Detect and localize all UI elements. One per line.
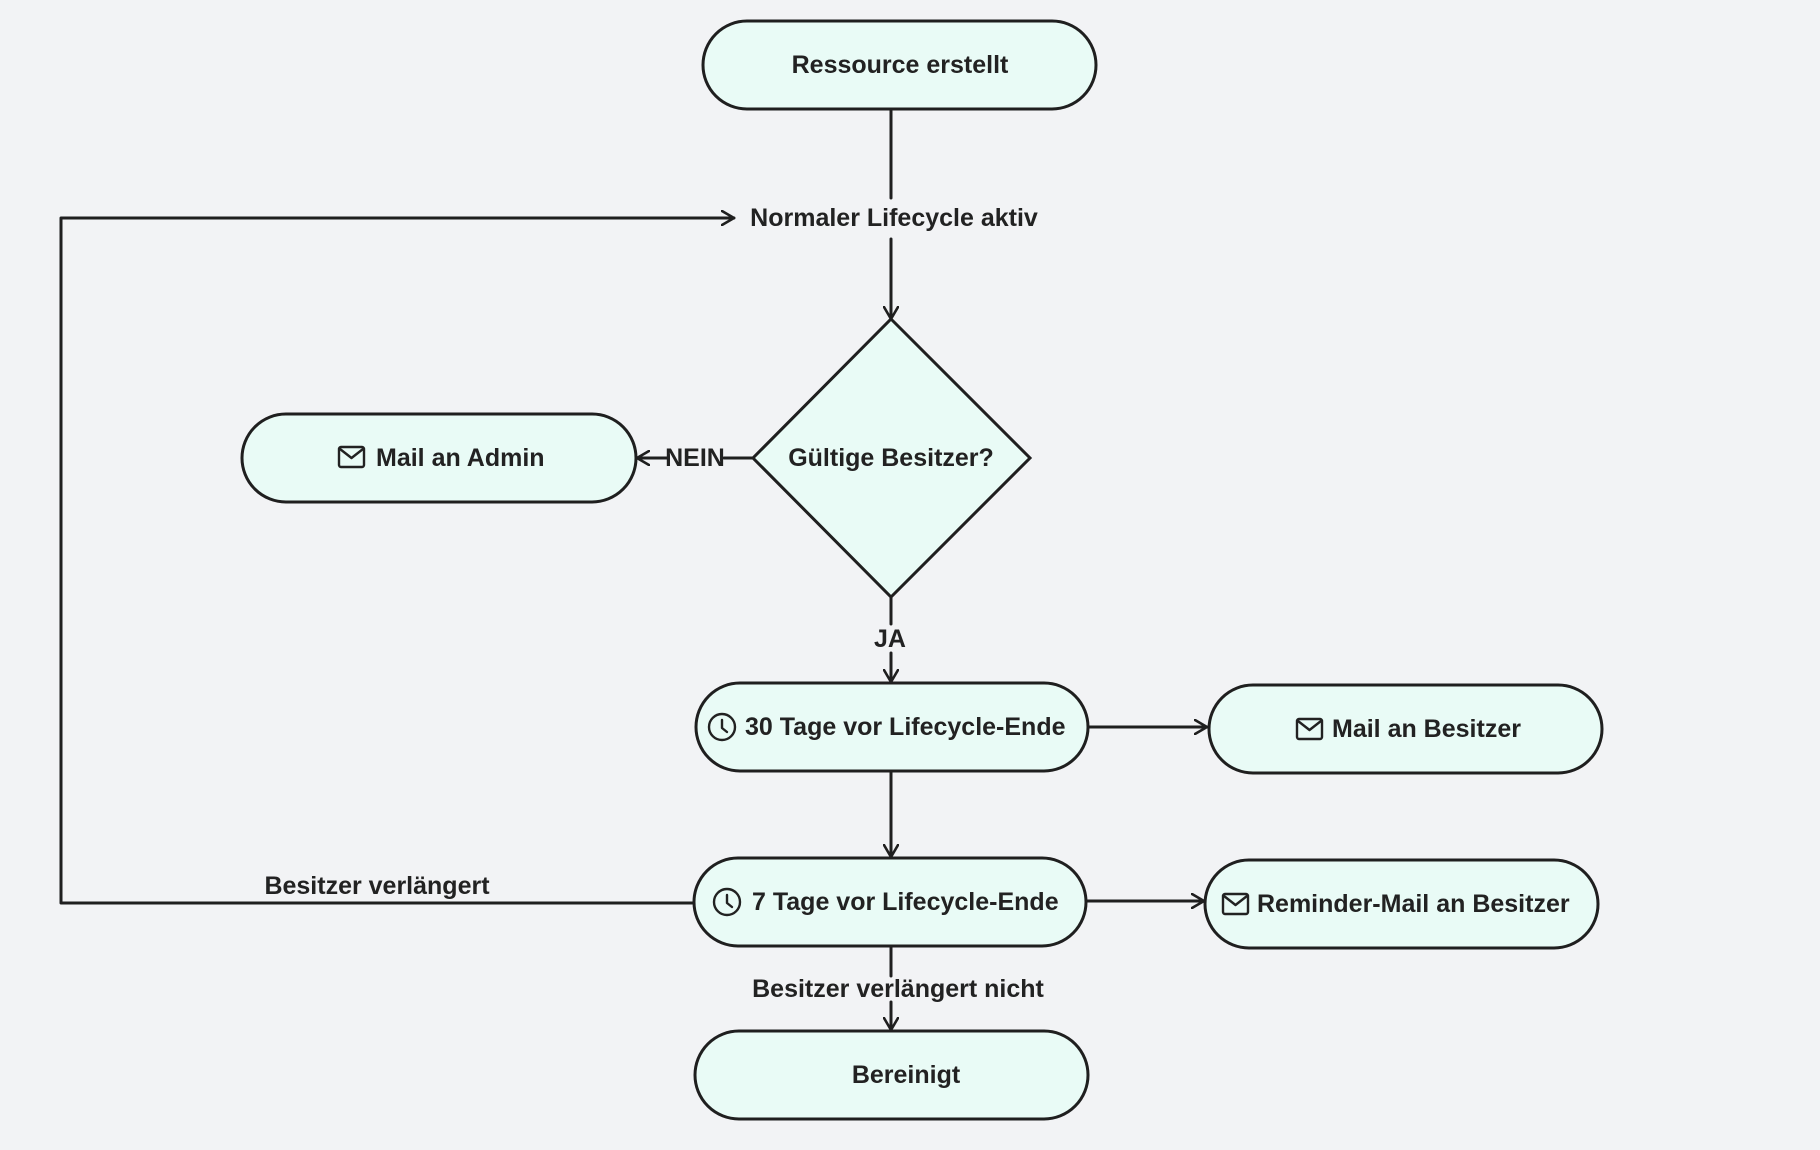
edge-label-no: NEIN bbox=[665, 444, 725, 472]
node-decision[interactable]: Gültige Besitzer? bbox=[750, 316, 1033, 600]
edges bbox=[59, 107, 1209, 1032]
mail-icon bbox=[1295, 717, 1324, 741]
node-owner-mail-label: Mail an Besitzer bbox=[1332, 715, 1521, 743]
node-end-label: Bereinigt bbox=[852, 1061, 961, 1089]
node-7-days[interactable]: 7 Tage vor Lifecycle-Ende bbox=[692, 856, 1088, 948]
node-start[interactable]: Ressource erstellt bbox=[701, 19, 1098, 111]
node-start-label: Ressource erstellt bbox=[792, 51, 1009, 79]
node-admin-mail[interactable]: Mail an Admin bbox=[240, 412, 638, 504]
node-end[interactable]: Bereinigt bbox=[693, 1029, 1090, 1121]
node-normal-lifecycle[interactable]: Normaler Lifecycle aktiv bbox=[750, 204, 1038, 232]
node-30-days[interactable]: 30 Tage vor Lifecycle-Ende bbox=[694, 681, 1090, 773]
edge-loop-back bbox=[59, 218, 736, 905]
node-30-days-label: 30 Tage vor Lifecycle-Ende bbox=[745, 713, 1066, 741]
clock-icon bbox=[707, 712, 737, 742]
node-reminder-mail-label: Reminder-Mail an Besitzer bbox=[1257, 890, 1570, 918]
node-7-days-label: 7 Tage vor Lifecycle-Ende bbox=[752, 888, 1059, 916]
edge-label-not-extended: Besitzer verlängert nicht bbox=[752, 975, 1044, 1003]
node-owner-mail[interactable]: Mail an Besitzer bbox=[1207, 683, 1604, 775]
node-admin-mail-label: Mail an Admin bbox=[376, 444, 545, 472]
edge-label-extended: Besitzer verlängert bbox=[264, 872, 490, 900]
node-decision-label: Gültige Besitzer? bbox=[788, 444, 994, 472]
mail-icon bbox=[337, 445, 366, 469]
mail-icon bbox=[1221, 892, 1250, 916]
clock-icon bbox=[712, 887, 742, 917]
node-reminder-mail[interactable]: Reminder-Mail an Besitzer bbox=[1203, 858, 1600, 950]
edge-label-yes: JA bbox=[874, 625, 906, 653]
